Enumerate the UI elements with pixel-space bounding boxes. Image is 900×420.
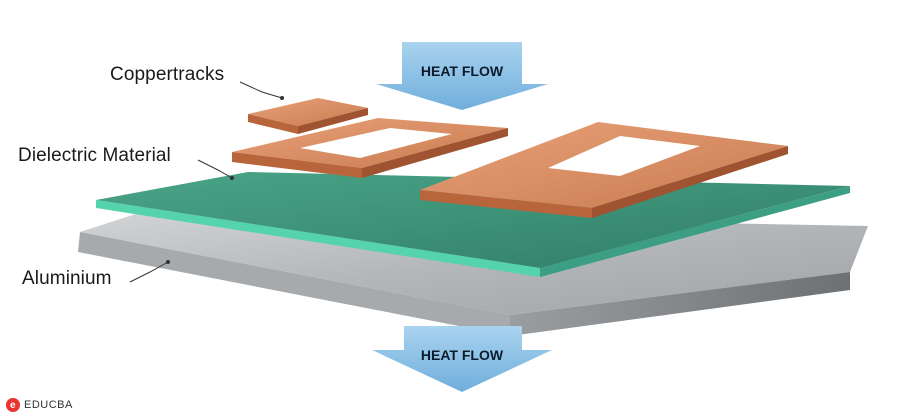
aluminium-label: Aluminium bbox=[22, 268, 112, 289]
dielectric-material-label: Dielectric Material bbox=[18, 145, 171, 166]
coppertracks-leader-dot bbox=[280, 96, 284, 100]
aluminium-leader bbox=[129, 261, 169, 283]
dielectric-leader-dot bbox=[230, 176, 234, 180]
heat-flow-arrow-bottom: HEAT FLOW bbox=[372, 326, 552, 392]
dielectric-leader bbox=[197, 159, 233, 179]
educba-logo-text: EDUCBA bbox=[24, 399, 73, 411]
dielectric-layer bbox=[96, 172, 850, 277]
heat-flow-arrow-top: HEAT FLOW bbox=[376, 42, 548, 110]
aluminium-leader-dot bbox=[166, 260, 170, 264]
heat-flow-bottom-label: HEAT FLOW bbox=[421, 347, 504, 363]
copper-tracks bbox=[232, 98, 788, 218]
leader-lines bbox=[129, 81, 283, 283]
educba-logo-icon: e bbox=[6, 398, 20, 412]
coppertracks-leader bbox=[239, 81, 283, 99]
educba-logo: e EDUCBA bbox=[6, 398, 73, 412]
coppertracks-label: Coppertracks bbox=[110, 64, 225, 85]
heat-flow-top-label: HEAT FLOW bbox=[421, 63, 504, 79]
